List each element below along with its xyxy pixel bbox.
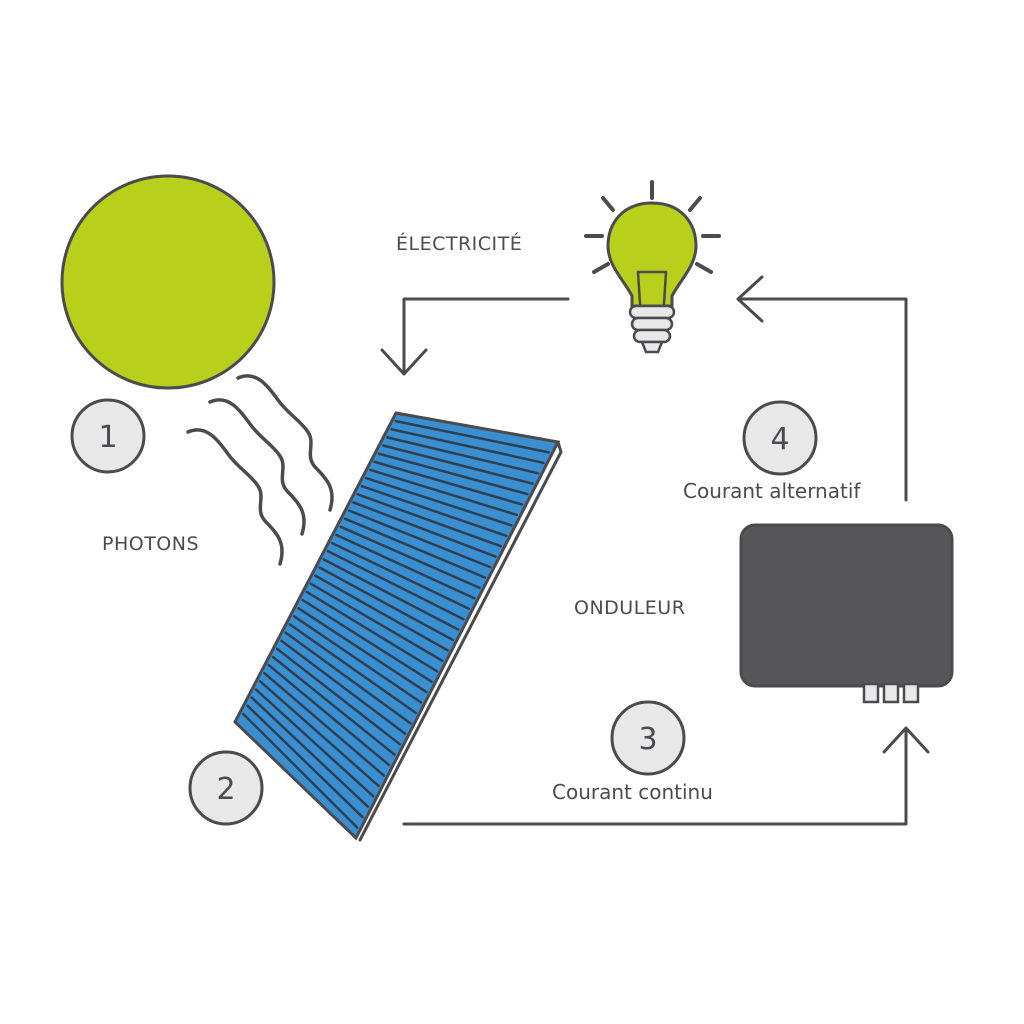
step-badge-2: 2 — [188, 750, 264, 826]
panel-cell-line — [386, 436, 540, 475]
electricite-label: ÉLECTRICITÉ — [396, 232, 522, 255]
arrow-electricity-to-panel — [380, 297, 570, 376]
panel-cell-line — [369, 468, 519, 517]
panel-cell-line — [347, 509, 492, 569]
step-number-4: 4 — [770, 422, 789, 457]
arrow-panel-to-inverter — [402, 726, 930, 826]
panel-cell-line — [271, 655, 396, 756]
panel-cell-line — [254, 688, 375, 798]
panel-cell-line — [275, 647, 402, 746]
step-number-2: 2 — [216, 772, 235, 807]
panel-cell-line — [305, 590, 439, 673]
panel-cell-line — [377, 452, 529, 496]
panel-cell-line — [343, 517, 487, 579]
panel-cell-line — [373, 460, 524, 506]
arrow-inverter-to-bulb — [736, 275, 908, 502]
step-number-1: 1 — [98, 420, 117, 455]
panel-cell-line — [330, 541, 471, 610]
sun-icon — [60, 174, 276, 390]
step-badge-4: 4 — [742, 400, 818, 476]
panel-cell-line — [326, 549, 465, 621]
panel-cell-line — [258, 680, 380, 788]
light-bulb-icon — [584, 180, 721, 354]
panel-cell-line — [280, 639, 407, 736]
panel-cell-line — [284, 631, 412, 725]
panel-cell-line — [297, 606, 428, 694]
panel-cell-line — [267, 663, 391, 767]
photon-waves-icon — [186, 374, 334, 566]
panel-cell-line — [301, 598, 433, 683]
panel-cell-line — [364, 476, 513, 527]
step-number-3: 3 — [638, 722, 657, 757]
onduleur-label: ONDULEUR — [574, 597, 685, 619]
panel-cell-line — [390, 428, 545, 465]
solar-panel-icon — [233, 411, 563, 842]
panel-cell-line — [318, 566, 455, 642]
panel-cell-line — [335, 533, 476, 600]
panel-cell-line — [394, 419, 550, 454]
photons-label: PHOTONS — [102, 533, 199, 555]
panel-cell-line — [339, 525, 481, 590]
panel-cell-line — [309, 582, 444, 663]
courant-continu-label: Courant continu — [552, 780, 713, 804]
panel-cell-line — [246, 704, 364, 819]
inverter-icon — [739, 523, 954, 704]
panel-cell-line — [263, 671, 386, 777]
panel-cell-line — [250, 696, 370, 808]
panel-cell-line — [314, 574, 449, 652]
panel-cell-line — [356, 493, 503, 548]
panel-cell-line — [322, 558, 460, 631]
step-badge-1: 1 — [70, 398, 146, 474]
courant-alternatif-label: Courant alternatif — [683, 479, 861, 503]
panel-cell-line — [360, 484, 508, 538]
panel-cell-line — [381, 444, 534, 485]
step-badge-3: 3 — [610, 700, 686, 776]
panel-cell-line — [288, 623, 418, 715]
panel-cell-line — [352, 501, 497, 558]
panel-cell-line — [292, 615, 423, 704]
panel-cell-line — [241, 712, 359, 829]
